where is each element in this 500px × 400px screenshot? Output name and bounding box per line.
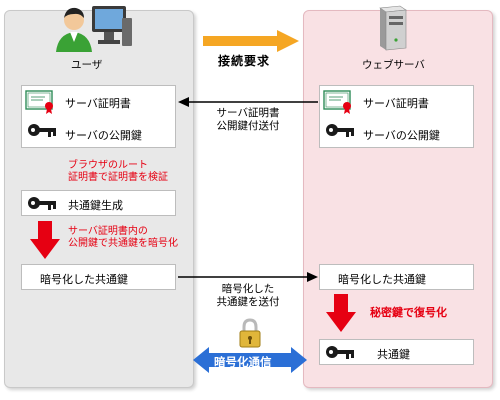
verify-note-line-2: 証明書で証明書を検証 bbox=[68, 172, 168, 183]
padlock-icon bbox=[239, 318, 261, 348]
encrypt-step-arrow bbox=[30, 221, 60, 259]
send-certificate-line-1: サーバ証明書 bbox=[216, 107, 280, 119]
connect-request-label: 接続要求 bbox=[218, 54, 271, 68]
encrypt-note: サーバ証明書内の 公開鍵で共通鍵を暗号化 bbox=[68, 226, 178, 250]
certificate-icon bbox=[25, 90, 53, 114]
server-label: ウェブサーバ bbox=[362, 59, 425, 71]
send-certificate-line-2: 公開鍵付送付 bbox=[216, 120, 280, 132]
key-icon bbox=[28, 197, 56, 210]
send-key-line-2: 共通鍵を送付 bbox=[216, 296, 280, 308]
key-icon bbox=[28, 124, 56, 137]
key-icon bbox=[326, 124, 354, 137]
encrypt-note-line-2: 公開鍵で共通鍵を暗号化 bbox=[68, 238, 178, 249]
decrypt-note: 秘密鍵で復号化 bbox=[370, 306, 447, 319]
encrypted-communication-arrow bbox=[193, 347, 307, 373]
user-encrypted-key-box bbox=[21, 264, 176, 290]
certificate-icon bbox=[323, 90, 351, 114]
send-key-line-1: 暗号化した bbox=[221, 283, 275, 295]
key-icon bbox=[326, 346, 354, 359]
verify-note-line-1: ブラウザのルート bbox=[68, 160, 148, 171]
decrypt-step-arrow bbox=[326, 294, 356, 332]
server-common-key-label: 共通鍵 bbox=[377, 348, 410, 361]
user-label: ユーザ bbox=[71, 59, 103, 71]
server-pubkey-label: サーバの公開鍵 bbox=[363, 129, 440, 142]
send-certificate-arrow bbox=[178, 97, 318, 107]
connect-request-arrow bbox=[203, 30, 299, 52]
server-encrypted-key-box bbox=[319, 264, 474, 290]
verify-note: ブラウザのルート 証明書で証明書を検証 bbox=[68, 160, 168, 184]
encrypt-note-line-1: サーバ証明書内の bbox=[68, 226, 148, 237]
send-key-label: 暗号化した 共通鍵を送付 bbox=[200, 283, 296, 309]
user-cert-label: サーバ証明書 bbox=[65, 97, 131, 110]
common-key-generation-label: 共通鍵生成 bbox=[68, 199, 123, 212]
send-key-arrow bbox=[178, 272, 318, 282]
send-certificate-label: サーバ証明書 公開鍵付送付 bbox=[200, 107, 296, 133]
server-icon bbox=[379, 5, 407, 51]
user-icon bbox=[56, 6, 132, 52]
server-panel bbox=[303, 10, 493, 388]
server-encrypted-key-label: 暗号化した共通鍵 bbox=[338, 273, 426, 286]
encrypted-communication-label: 暗号化通信 bbox=[214, 355, 272, 369]
user-pubkey-label: サーバの公開鍵 bbox=[65, 129, 142, 142]
user-encrypted-key-label: 暗号化した共通鍵 bbox=[40, 273, 128, 286]
server-cert-label: サーバ証明書 bbox=[363, 97, 429, 110]
